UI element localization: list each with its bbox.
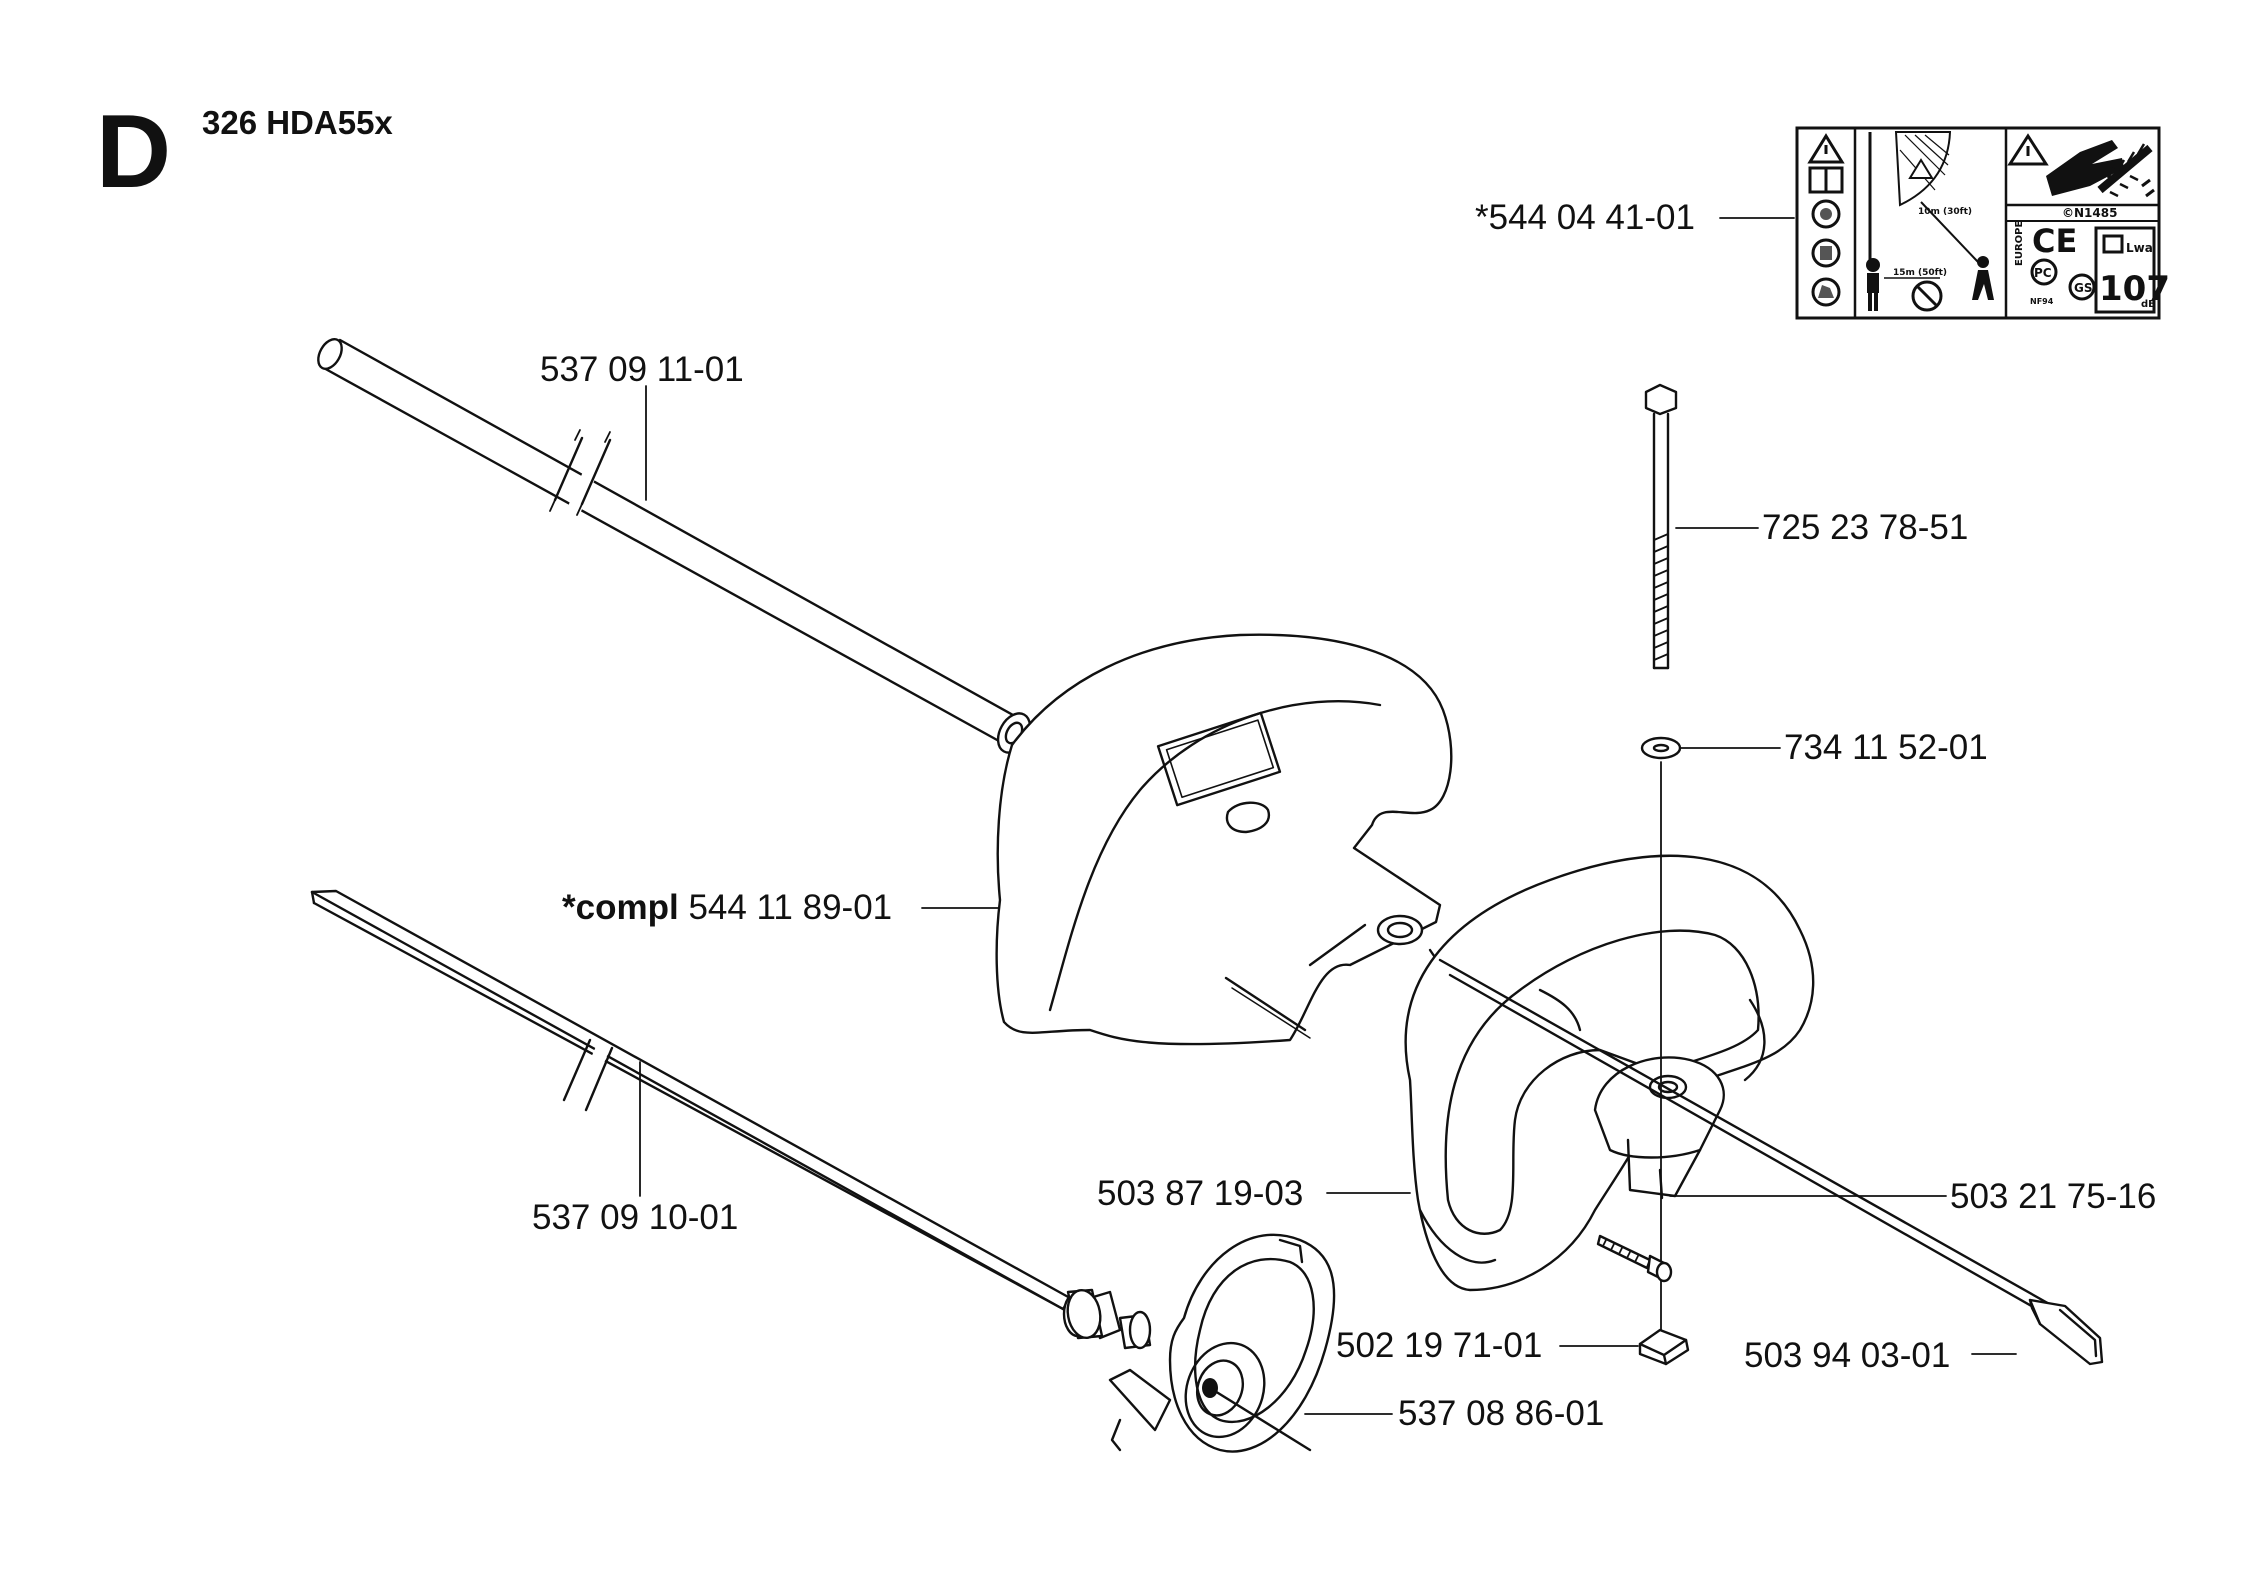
label-nut: 502 19 71-01	[1336, 1326, 1543, 1365]
decal-region: EUROPE	[2014, 221, 2025, 266]
decal-distance-near: 15m (50ft)	[1893, 268, 1947, 278]
warning-triangle-icon	[1807, 133, 1845, 164]
model-title: 326 HDA55x	[202, 104, 393, 141]
washer	[1640, 736, 1682, 760]
decal-lwa: Lwa	[2126, 241, 2153, 255]
throttle-cable	[1438, 958, 2062, 1322]
label-driveshaft: 537 09 10-01	[532, 1198, 739, 1237]
clutch-drum	[1062, 1233, 1336, 1453]
svg-text:PC: PC	[2034, 266, 2052, 280]
hand-blade-warning-icon	[2007, 133, 2155, 198]
svg-text:GS: GS	[2074, 281, 2093, 295]
label-cover-prefix: *compl	[562, 888, 679, 927]
loop-handle	[1404, 854, 1815, 1292]
decal-noise-unit: dB	[2141, 299, 2156, 310]
bystander-figure-icon: 15m (50ft)	[1866, 258, 1947, 311]
label-cable-end: 503 94 03-01	[1744, 1336, 1951, 1375]
label-screw: 503 21 75-16	[1950, 1177, 2157, 1216]
bolt	[1644, 383, 1678, 670]
leader-lines	[639, 217, 2017, 1415]
manual-book-icon	[1808, 166, 1844, 194]
warning-decal: 10m (30ft) 15m (50ft)	[1795, 126, 2170, 320]
screw	[1596, 1234, 1673, 1283]
label-cover-number: 544 11 89-01	[688, 888, 893, 927]
label-washer: 734 11 52-01	[1784, 728, 1988, 767]
power-line-warning-icon: 10m (30ft)	[1868, 131, 1979, 265]
decal-norm-code: ©N1485	[2062, 206, 2117, 220]
ce-mark: CE	[2032, 222, 2077, 260]
gost-mark-icon: PC	[2030, 258, 2058, 286]
label-handle: 503 87 19-03	[1097, 1174, 1304, 1213]
operator-figure-icon	[1972, 256, 1994, 300]
label-bolt: 725 23 78-51	[1762, 508, 1969, 547]
square-nut	[1638, 1328, 1690, 1366]
label-cover: *compl 544 11 89-01	[562, 890, 892, 925]
decal-nf-mark: NF94	[2030, 297, 2054, 306]
cable-end	[2028, 1298, 2104, 1366]
label-decal: *544 04 41-01	[1475, 198, 1695, 237]
noise-level-icon: Lwa 107 dB	[2094, 226, 2170, 314]
label-tube: 537 09 11-01	[540, 350, 744, 389]
no-bystanders-icon	[1911, 280, 1943, 312]
main-tube	[317, 337, 1032, 754]
label-clutch-drum: 537 08 86-01	[1398, 1394, 1605, 1433]
clutch-cover	[995, 633, 1453, 1046]
drive-shaft	[310, 889, 1092, 1322]
decal-noise-value: 107	[2099, 269, 2170, 309]
gs-mark-icon: GS	[2068, 273, 2096, 301]
decal-distance-far: 10m (30ft)	[1918, 207, 1972, 217]
section-letter: D	[96, 94, 172, 210]
